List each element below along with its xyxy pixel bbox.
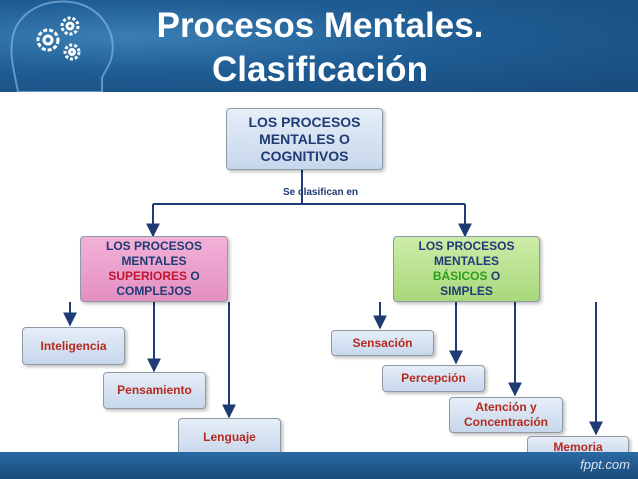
slide-title-line1: Procesos Mentales. [156,6,484,45]
superiores-line-rest: O [187,269,200,283]
leaf-lenguaje: Lenguaje [178,418,281,456]
leaf-atencion: Atención y Concentración [449,397,563,433]
leaf-percepcion: Percepción [382,365,485,392]
brand-watermark: fppt.com [580,457,630,472]
basicos-line: BÁSICOS O [433,269,500,284]
superiores-line: SUPERIORES O [108,269,199,284]
head-gears-icon [10,0,114,92]
basicos-line: LOS PROCESOS [418,239,515,253]
slide-title-line2: Clasificación [212,50,428,89]
root-node-line: COGNITIVOS [260,147,349,164]
superiores-highlight: SUPERIORES [108,269,187,283]
basicos-node: LOS PROCESOS MENTALES BÁSICOS O SIMPLES [393,236,540,302]
leaf-pensamiento: Pensamiento [103,372,206,409]
basicos-line: SIMPLES [440,284,493,298]
basicos-highlight: BÁSICOS [432,269,488,283]
slide-header: Procesos Mentales. Clasificación [0,0,638,92]
leaf-inteligencia: Inteligencia [22,327,125,365]
root-node-line: MENTALES O [259,130,350,147]
slide-footer [0,452,638,479]
basicos-line-rest: O [487,269,501,283]
edge-label: Se clasifican en [283,187,359,198]
superiores-node: LOS PROCESOS MENTALES SUPERIORES O COMPL… [80,236,228,302]
root-node-line: LOS PROCESOS [248,113,361,130]
superiores-line: LOS PROCESOS [105,239,203,253]
superiores-line: COMPLEJOS [116,284,192,298]
root-node: LOS PROCESOS MENTALES O COGNITIVOS [226,108,383,170]
superiores-line: MENTALES [121,254,187,268]
leaf-sensacion: Sensación [331,330,434,356]
basicos-line: MENTALES [433,254,500,268]
